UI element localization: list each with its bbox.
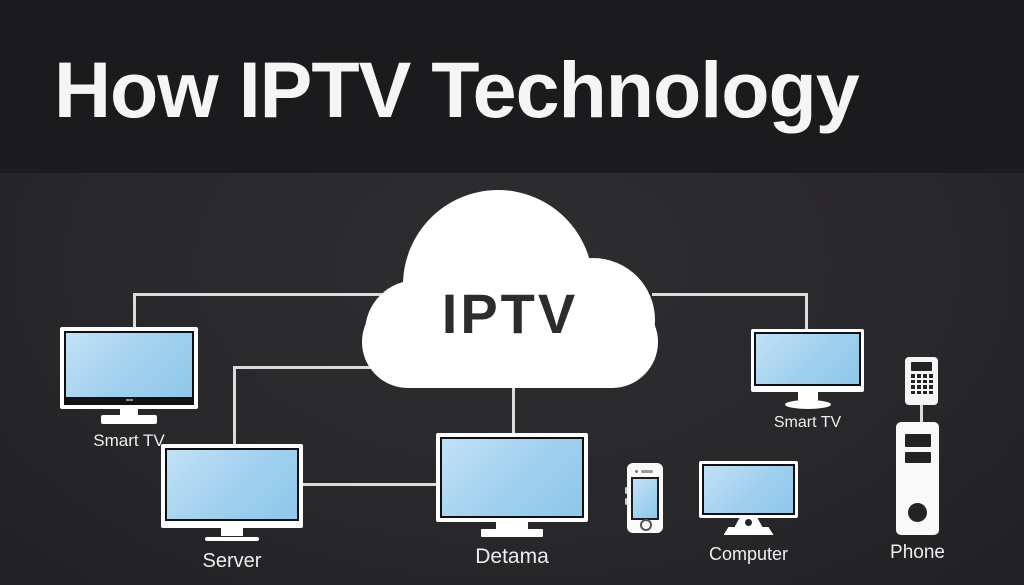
monitor-stand-neck (496, 522, 528, 529)
connector-cloud-to-smarttv-left-vertical (133, 293, 136, 333)
device-server: Server (161, 444, 303, 573)
desktop-computer-icon (699, 461, 798, 518)
phone-volume-button (625, 487, 627, 494)
device-computer: Computer (699, 461, 798, 565)
connector-calculator-to-tower-vertical (920, 402, 923, 426)
connector-server-to-detama-horizontal (298, 483, 440, 486)
tower-slot (904, 434, 931, 447)
tower-with-keypad-icon (896, 422, 939, 535)
connector-cloud-to-server-vertical (233, 366, 236, 448)
device-phone-tower: Phone (890, 422, 945, 564)
keypad-device-icon (905, 357, 938, 405)
keypad-display (911, 362, 932, 371)
tv-bezel (66, 397, 192, 403)
monitor-icon (436, 433, 588, 522)
tower-power-button (908, 503, 927, 522)
tv-stand-base (784, 400, 831, 409)
phone-home-button (640, 519, 652, 531)
connector-cloud-to-server-horizontal (233, 366, 428, 369)
monitor-stand-base (723, 527, 774, 535)
phone-screen (631, 477, 659, 520)
device-label: Server (202, 550, 262, 572)
phone-volume-button (625, 498, 627, 505)
cloud-icon: IPTV (362, 190, 658, 388)
tower-slot (904, 452, 931, 463)
monitor-stand-neck (221, 528, 243, 536)
page-title: How IPTV Technology (54, 44, 860, 134)
monitor-stand-base (205, 537, 259, 541)
device-label: Smart TV (93, 431, 165, 450)
monitor-stand-neck (734, 518, 763, 527)
smartphone-icon (625, 463, 663, 533)
tv-stand-neck (797, 392, 818, 402)
connector-cloud-to-smarttv-right-vertical (805, 293, 808, 335)
header-banner: How IPTV Technology (0, 0, 1024, 173)
tv-stand-neck (120, 409, 138, 416)
tv-stand-base (101, 415, 157, 424)
phone-camera-dot (635, 470, 638, 473)
connector-cloud-to-smarttv-left-horizontal (133, 293, 403, 296)
tv-icon (751, 329, 864, 392)
monitor-icon (161, 444, 303, 528)
device-label: Detama (475, 545, 549, 568)
monitor-stand-base (481, 529, 543, 537)
keypad-keys (905, 374, 938, 394)
device-detama: Detama (436, 433, 588, 569)
connector-cloud-to-detama-vertical (512, 376, 515, 438)
device-label: Smart TV (773, 414, 842, 431)
cloud-label: IPTV (442, 282, 578, 345)
connector-cloud-to-smarttv-right-horizontal (652, 293, 808, 296)
phone-speaker (641, 470, 653, 473)
device-smart-tv-left: Smart TV (60, 327, 198, 451)
stand-hinge-dot (745, 519, 752, 526)
tv-logo-dot (126, 399, 133, 401)
device-smart-tv-right: Smart TV (751, 329, 864, 432)
device-label: Computer (708, 544, 789, 564)
tv-icon (60, 327, 198, 409)
device-label: Phone (890, 542, 945, 563)
